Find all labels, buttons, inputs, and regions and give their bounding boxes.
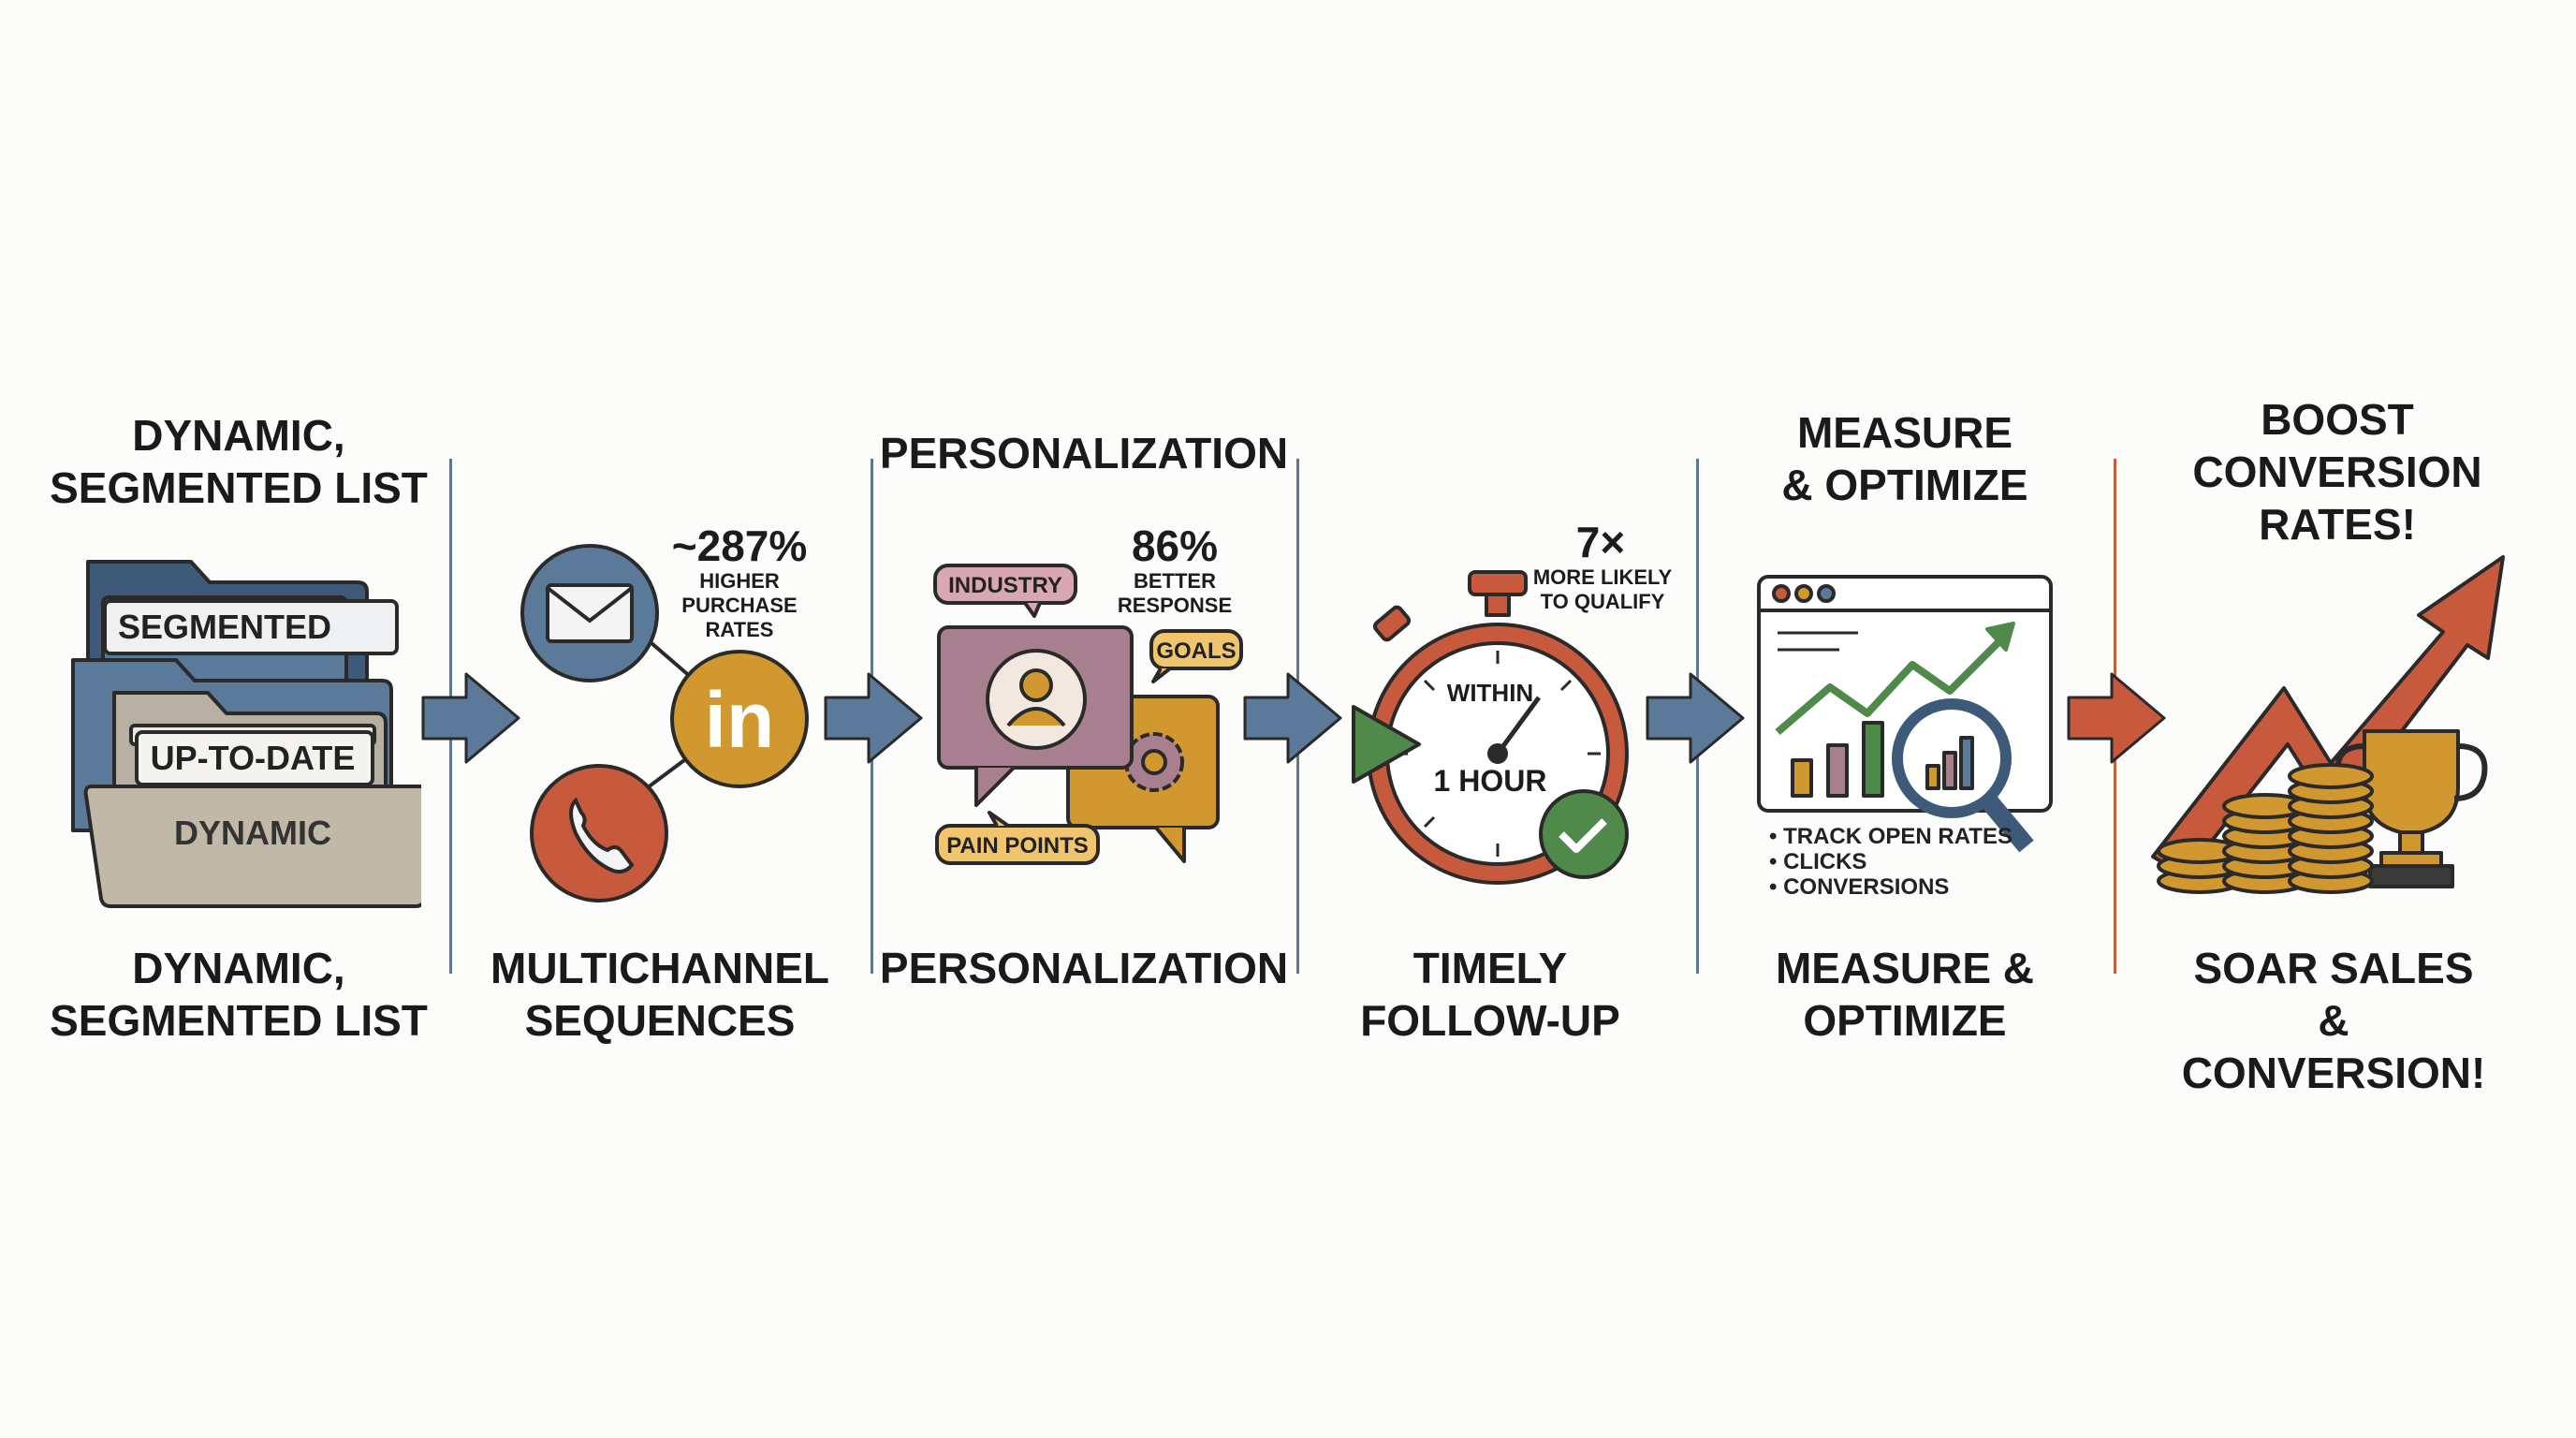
bar-icon [1791,758,1813,798]
stage2-stat-text: HIGHER PURCHASE RATES [681,569,798,641]
coin-stack-icon [2157,763,2374,894]
stage1-bottom-title: DYNAMIC, SEGMENTED LIST [50,944,428,1045]
arrow-right-icon [421,672,520,764]
arrow-right-icon [1646,672,1745,764]
folders-icon: SEGMENTED UP-TO-DATE DYNAMIC [71,560,421,908]
arrow-right-icon [824,672,923,764]
personalization-icons: INDUSTRY GOALS PAIN POINTS [933,564,1243,865]
envelope-icon [546,583,634,643]
clock-top-text: WITHIN [1447,679,1533,707]
multichannel-icons: in [520,544,809,902]
stage1-top-title: DYNAMIC, SEGMENTED LIST [50,411,428,512]
stage4-stat-text: MORE LIKELY TO QUALIFY [1532,565,1673,613]
stage5-top-title: MEASURE & OPTIMIZE [1781,408,2028,509]
metric-item: CONVERSIONS [1769,874,2012,900]
stage6-top-title: BOOST CONVERSION RATES! [2192,395,2482,549]
folder-label-segmented: SEGMENTED [118,608,331,646]
check-icon [1539,789,1629,879]
analytics-dashboard-icon [1757,575,2053,853]
phone-icon-circle [530,764,668,902]
arrow-right-icon [2067,672,2166,764]
growth-icon [2151,555,2505,894]
bar-icon [1826,743,1849,798]
linkedin-icon-circle [670,650,809,788]
stage2-bottom-title: MULTICHANNEL SEQUENCES [490,944,829,1045]
linkedin-icon: in [705,676,775,764]
bar-icon [1862,721,1884,798]
tag-pain-points: PAIN POINTS [946,833,1089,858]
clock-bottom-text: 1 HOUR [1434,764,1547,798]
metric-item: TRACK OPEN RATES [1769,824,2012,849]
tag-goals: GOALS [1156,638,1236,664]
folder-label-dynamic: DYNAMIC [174,814,331,852]
stage3-top-title: PERSONALIZATION [879,429,1289,477]
phone-icon [569,797,635,874]
play-arrow-icon [1352,705,1421,784]
arrow-right-icon [1243,672,1342,764]
tag-industry: INDUSTRY [948,573,1062,598]
stage4-stat-value: 7× [1575,518,1626,566]
stage2-stat-value: ~287% [671,521,808,570]
metrics-list: TRACK OPEN RATES CLICKS CONVERSIONS [1769,824,2012,900]
stage5-bottom-title: MEASURE & OPTIMIZE [1775,944,2035,1045]
stage3-stat-text: BETTER RESPONSE [1117,569,1233,617]
stage4-bottom-title: TIMELY FOLLOW-UP [1360,944,1620,1045]
stopwatch-icon: WITHIN 1 HOUR [1352,570,1629,885]
stage3-bottom-title: PERSONALIZATION [879,944,1289,992]
stage3-stat-value: 86% [1131,521,1219,570]
metric-item: CLICKS [1769,849,2012,874]
folder-label-up-to-date: UP-TO-DATE [151,739,356,777]
stage6-bottom-title: SOAR SALES & CONVERSION! [2181,944,2486,1097]
